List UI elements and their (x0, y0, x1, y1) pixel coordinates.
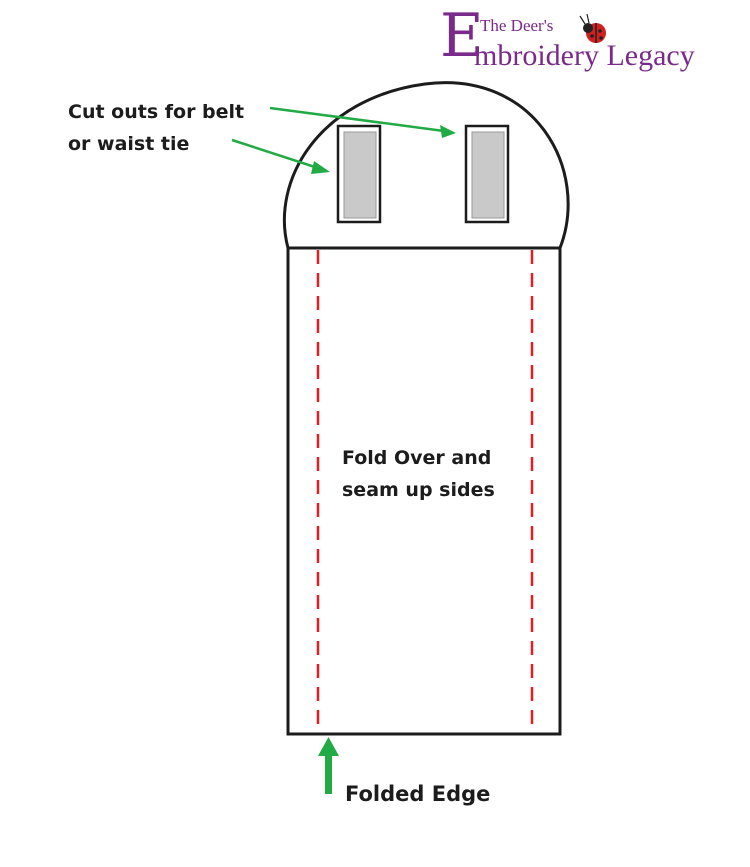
ladybug-icon (579, 13, 606, 43)
cutouts-label: Cut outs for belt or waist tie (68, 96, 244, 160)
folded-edge-text: Folded Edge (345, 782, 491, 806)
fold-instructions-line2: seam up sides (342, 479, 495, 501)
fold-instructions: Fold Over and seam up sides (342, 442, 495, 506)
logo-initial: E (440, 1, 484, 71)
arrow-to-right-cutout (269, 106, 456, 138)
brand-logo: E The Deer's mbroidery Legacy (440, 6, 740, 76)
belt-cutout-left (336, 124, 382, 224)
arrow-to-left-cutout (231, 138, 330, 174)
cutouts-label-line1: Cut outs for belt (68, 101, 245, 123)
pattern-body (286, 246, 562, 736)
belt-cutout-right (464, 124, 510, 224)
logo-bottom-line: mbroidery Legacy (474, 39, 695, 72)
arrow-folded-edge (318, 737, 339, 794)
cutouts-label-line2: or waist tie (68, 133, 190, 155)
folded-edge-label: Folded Edge (345, 778, 490, 810)
fold-instructions-line1: Fold Over and (342, 447, 492, 469)
dome-top (282, 81, 570, 250)
logo-top-line: The Deer's (480, 16, 554, 35)
